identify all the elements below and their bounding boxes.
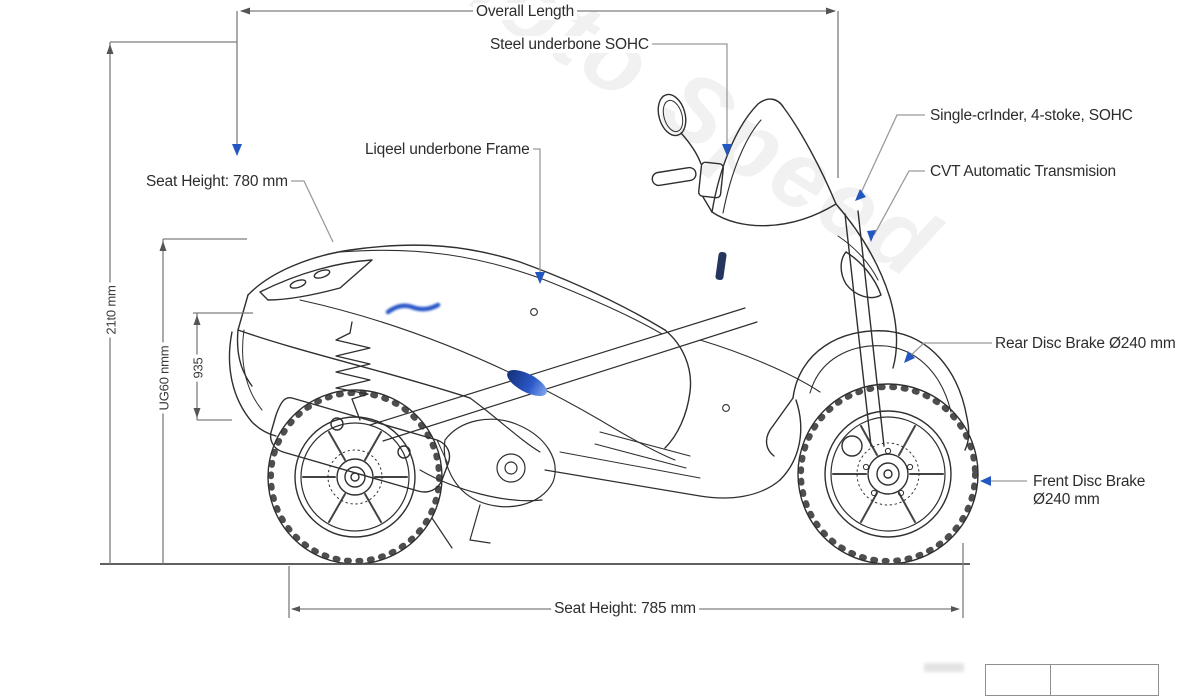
label-transmission: CVT Automatic Transmision [927, 163, 1119, 180]
diagram-canvas [100, 7, 1027, 618]
front-fairing [699, 203, 898, 481]
front-fork [844, 210, 885, 447]
label-frame: Liqeel underbone Frame [362, 141, 533, 158]
windshield [711, 98, 837, 214]
rear-shock [335, 321, 371, 421]
rear-grab-rail [259, 259, 373, 301]
blue-accent-part [507, 369, 547, 397]
label-mid-height: UG60 nmm [155, 342, 173, 414]
label-overall-length: Overall Length [472, 3, 578, 20]
faint-smudge [924, 663, 964, 672]
engine-cluster [419, 397, 781, 549]
headlight [840, 251, 882, 299]
front-wheel [797, 383, 979, 565]
label-bottom-dimension: Seat Height: 785 mm [551, 600, 699, 617]
corner-table [985, 664, 1159, 696]
mirror [657, 93, 702, 165]
corner-table-cell [1051, 665, 1158, 695]
front-brake-caliper [841, 435, 863, 457]
model-logo-decal [385, 302, 441, 315]
body-upper [236, 244, 758, 461]
label-engine: Single-crInder, 4-stoke, SOHC [927, 107, 1136, 124]
dimension-lines [106, 7, 964, 618]
exhaust-muffler [269, 397, 451, 493]
floorboard [530, 308, 730, 469]
scooter-spec-diagram: Moto Speed [100, 0, 1179, 696]
rear-fender [228, 329, 277, 437]
label-steel-underbone: Steel underbone SOHC [487, 36, 652, 53]
corner-table-cell [986, 665, 1051, 695]
label-overall-height: 21t0 mm [102, 282, 120, 338]
scooter-line-art [228, 93, 979, 565]
label-front-brake-line2: Ø240 mm [1030, 491, 1103, 508]
label-seat-height-780: Seat Height: 780 mm [143, 173, 291, 190]
ignition-slot [715, 251, 727, 281]
callout-connectors [280, 43, 1027, 482]
label-inner-dimension: 935 [189, 354, 207, 382]
label-front-brake-line1: Frent Disc Brake [1030, 473, 1149, 490]
handlebar [651, 161, 727, 281]
blue-arrowheads [232, 144, 991, 486]
label-rear-brake: Rear Disc Brake Ø240 mm [992, 335, 1179, 352]
front-fender [765, 330, 970, 457]
